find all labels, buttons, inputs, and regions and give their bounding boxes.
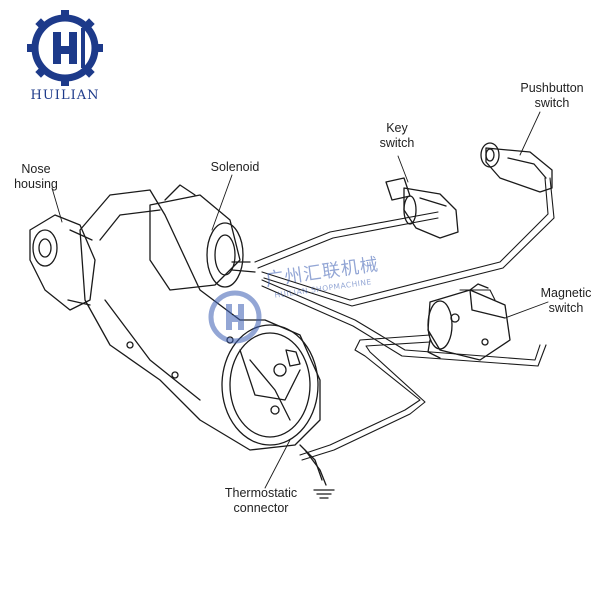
brand-name: HUILIAN — [30, 88, 100, 103]
magnetic-switch-part — [427, 283, 511, 361]
solenoid-part — [149, 184, 256, 291]
key-switch-part — [385, 177, 459, 239]
label-key-switch: Key switch — [379, 121, 415, 150]
label-thermostatic-connector: Thermostatic connector — [224, 486, 298, 515]
ground-icon — [313, 489, 335, 499]
watermark-logo-icon — [208, 290, 262, 344]
label-pushbutton-switch: Pushbutton switch — [520, 81, 584, 110]
starter-motor-body — [79, 189, 321, 451]
wiring-harness — [254, 177, 555, 461]
nose-housing-part — [29, 214, 96, 311]
pushbutton-switch-part — [480, 142, 553, 193]
brand-logo: HUILIAN — [10, 8, 120, 108]
label-magnetic-switch: Magnetic switch — [540, 286, 592, 315]
huilian-logo-icon — [27, 10, 103, 86]
ground-lead — [299, 444, 327, 486]
leader-lines — [51, 111, 549, 489]
label-solenoid: Solenoid — [210, 160, 260, 174]
label-nose-housing: Nose housing — [14, 162, 58, 191]
